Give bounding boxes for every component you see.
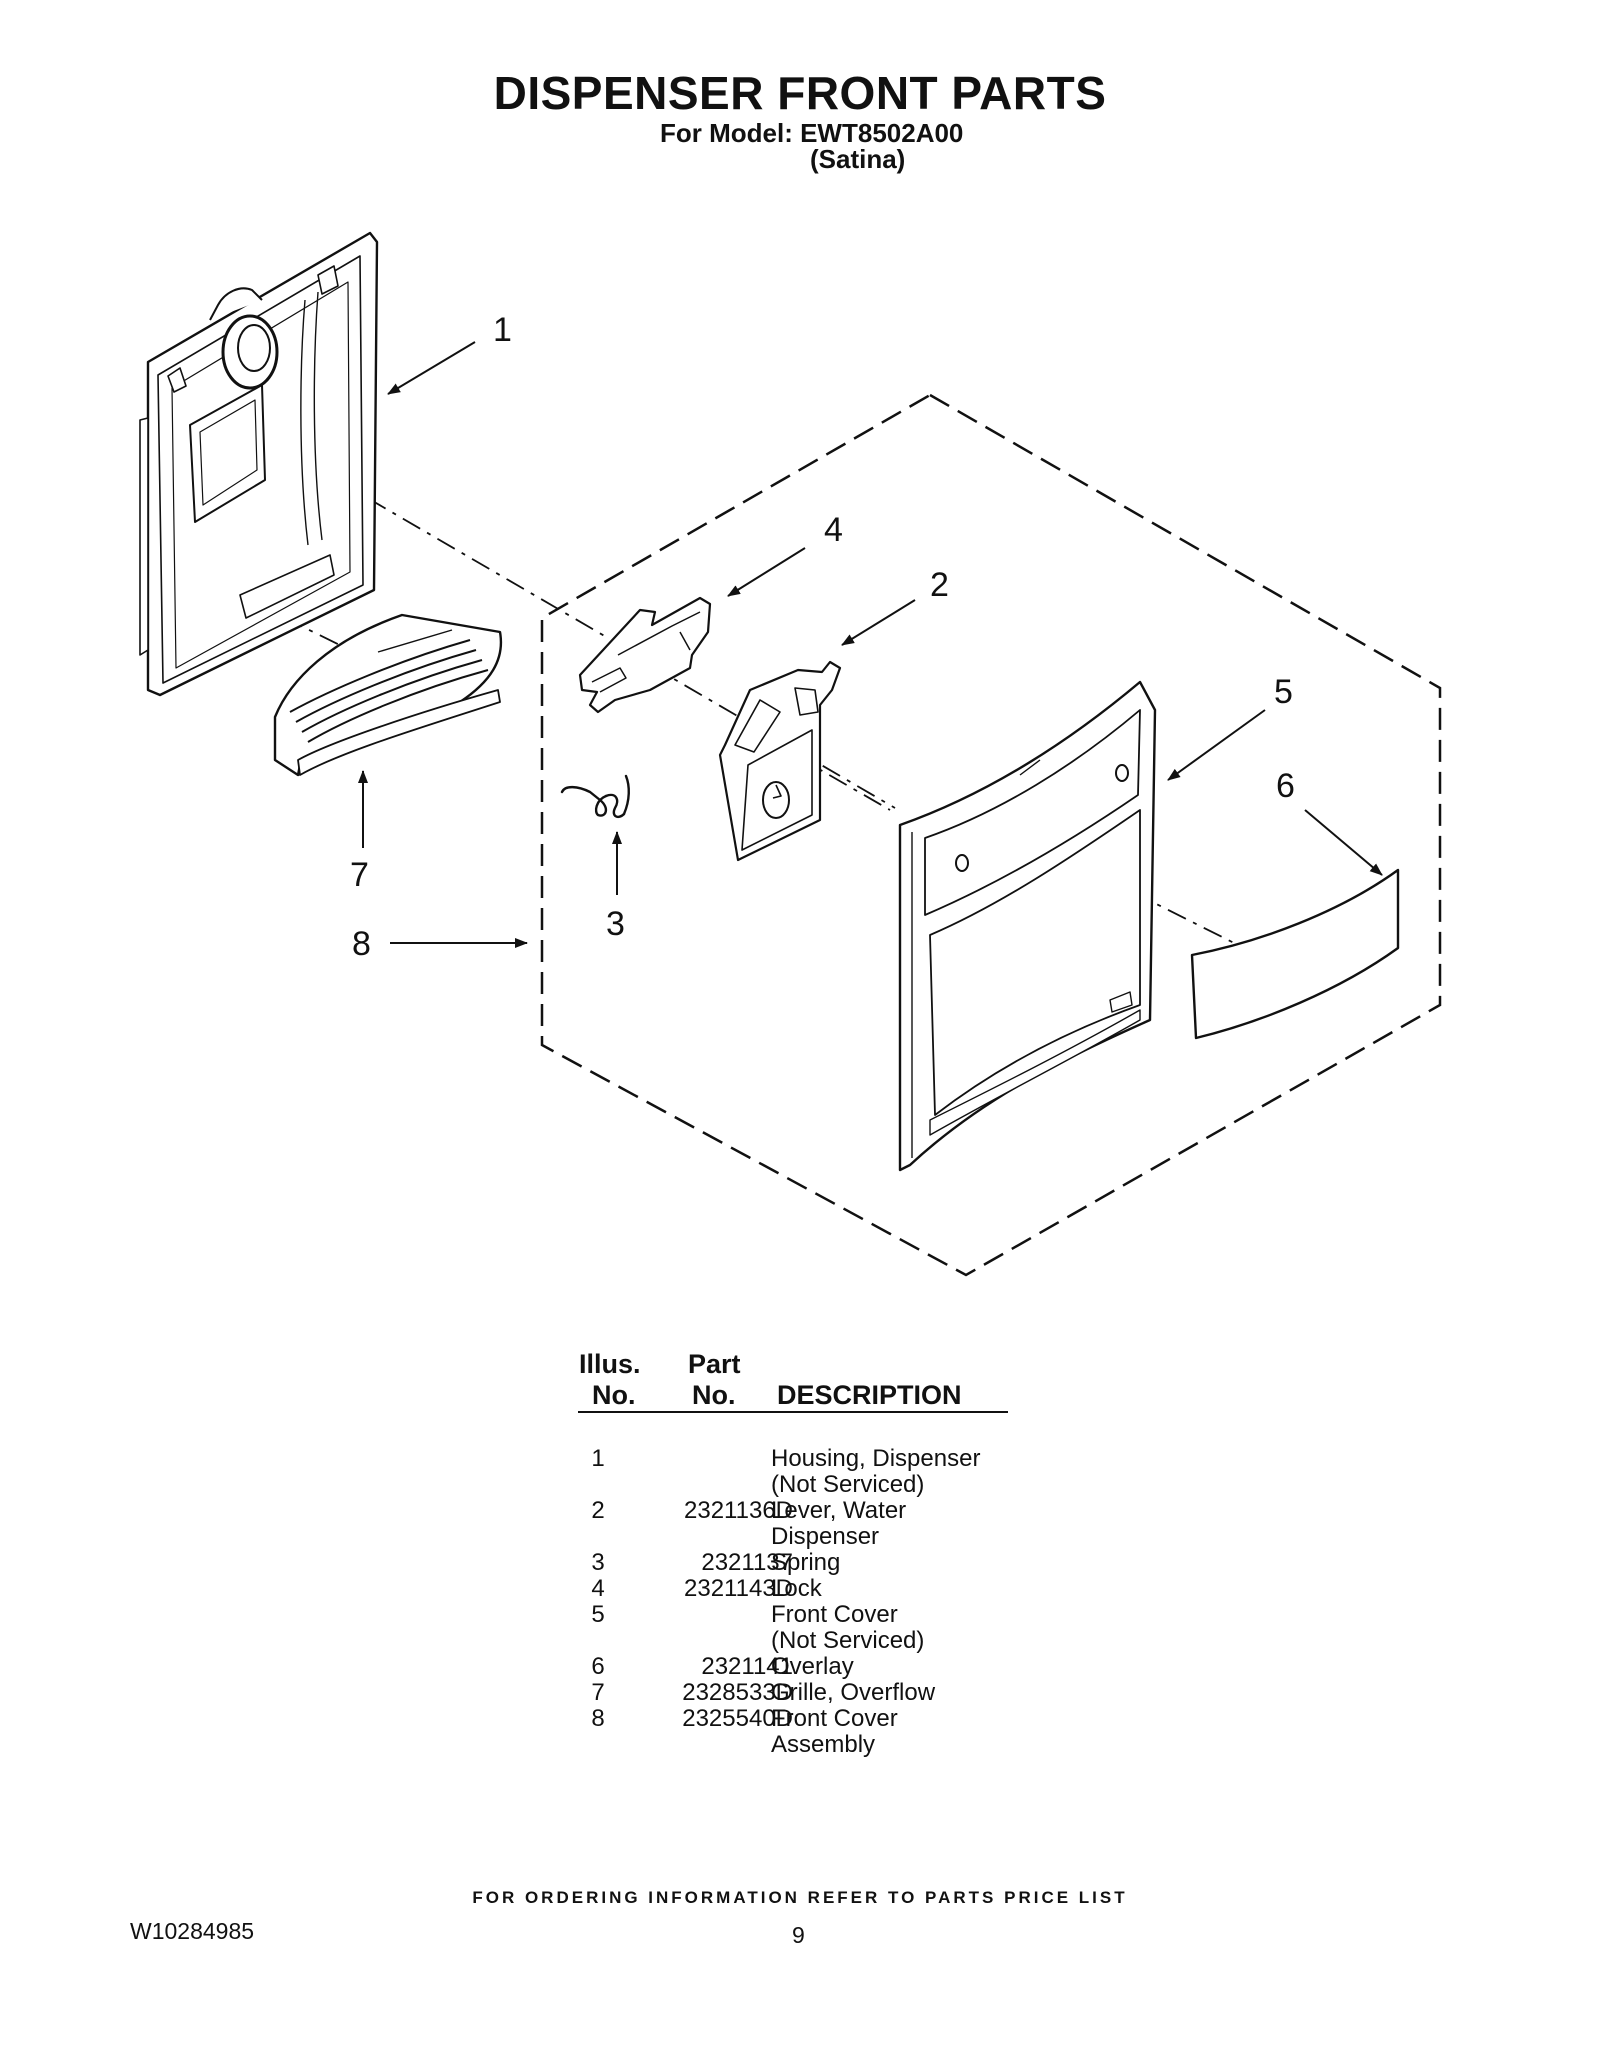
housing-dispenser — [139, 231, 379, 697]
part-number: 2325540D — [682, 1705, 793, 1732]
part-description: (Not Serviced) — [771, 1627, 925, 1654]
header-part-top: Part — [688, 1349, 741, 1379]
part-description: Lever, Water — [771, 1497, 907, 1524]
table-row: 3 2321137 Spring — [578, 1549, 1038, 1576]
page-number: 9 — [792, 1922, 805, 1948]
part-number: 2328533D — [682, 1679, 793, 1706]
leader-arrows — [358, 341, 1383, 948]
part-description: (Not Serviced) — [771, 1471, 925, 1498]
callout-1: 1 — [493, 311, 512, 349]
illus-number: 7 — [591, 1679, 605, 1706]
front-cover — [898, 680, 1157, 1172]
illus-number: 2 — [591, 1497, 605, 1524]
illus-number: 3 — [591, 1549, 605, 1576]
table-row: 1 Housing, Dispenser — [578, 1445, 1038, 1472]
table-row: Dispenser — [578, 1523, 1038, 1550]
callout-3: 3 — [606, 905, 625, 943]
table-row: Assembly — [578, 1731, 1038, 1758]
part-number: 2321141 — [701, 1653, 793, 1680]
illus-number: 8 — [591, 1705, 605, 1732]
table-row: 6 2321141 Overlay — [578, 1653, 1038, 1680]
lock-part — [578, 596, 712, 714]
illus-number: 1 — [591, 1445, 605, 1472]
part-number: 2321137 — [701, 1549, 793, 1576]
part-description: Front Cover — [771, 1705, 898, 1732]
part-description: Assembly — [771, 1731, 876, 1758]
callout-4: 4 — [824, 511, 843, 549]
part-description: Grille, Overflow — [771, 1679, 936, 1706]
header-rule — [578, 1411, 1008, 1413]
spring-part — [560, 774, 630, 819]
table-row: (Not Serviced) — [578, 1471, 1038, 1498]
callout-5: 5 — [1274, 673, 1293, 711]
exploded-parts-diagram: 1 2 3 4 5 6 7 8 — [139, 231, 1442, 1277]
assembly-boundary — [540, 393, 1442, 1277]
header-illus-bottom: No. — [592, 1380, 636, 1410]
grille-overflow — [273, 613, 503, 777]
part-description: Spring — [771, 1549, 841, 1576]
page-title: DISPENSER FRONT PARTS — [493, 67, 1107, 119]
header-part-bottom: No. — [692, 1380, 736, 1410]
table-row: 4 2321143D Lock — [578, 1575, 1038, 1602]
illus-number: 6 — [591, 1653, 605, 1680]
overlay-part — [1190, 868, 1400, 1040]
lever-water-dispenser — [718, 660, 842, 862]
part-description: Housing, Dispenser — [771, 1445, 981, 1472]
illus-number: 5 — [591, 1601, 605, 1628]
part-number: 2321136D — [684, 1497, 793, 1524]
model-variant: (Satina) — [810, 144, 906, 174]
table-row: (Not Serviced) — [578, 1627, 1038, 1654]
callout-8: 8 — [352, 925, 371, 963]
part-description: Overlay — [771, 1653, 854, 1680]
model-number: For Model: EWT8502A00 — [660, 118, 964, 148]
table-row: 5 Front Cover — [578, 1601, 1038, 1628]
callout-7: 7 — [350, 856, 369, 894]
table-row: 2 2321136D Lever, Water — [578, 1497, 1038, 1524]
part-description: Lock — [771, 1575, 822, 1602]
header-illus-top: Illus. — [579, 1349, 641, 1379]
part-description: Front Cover — [771, 1601, 898, 1628]
ordering-note: FOR ORDERING INFORMATION REFER TO PARTS … — [472, 1888, 1128, 1907]
table-row: 8 2325540D Front Cover — [578, 1705, 1038, 1732]
document-number: W10284985 — [130, 1918, 255, 1944]
part-number: 2321143D — [684, 1575, 793, 1602]
table-row: 7 2328533D Grille, Overflow — [578, 1679, 1038, 1706]
header-description: DESCRIPTION — [777, 1380, 962, 1410]
illus-number: 4 — [591, 1575, 605, 1602]
part-description: Dispenser — [771, 1523, 880, 1550]
callout-6: 6 — [1276, 767, 1295, 805]
callout-2: 2 — [930, 566, 949, 604]
